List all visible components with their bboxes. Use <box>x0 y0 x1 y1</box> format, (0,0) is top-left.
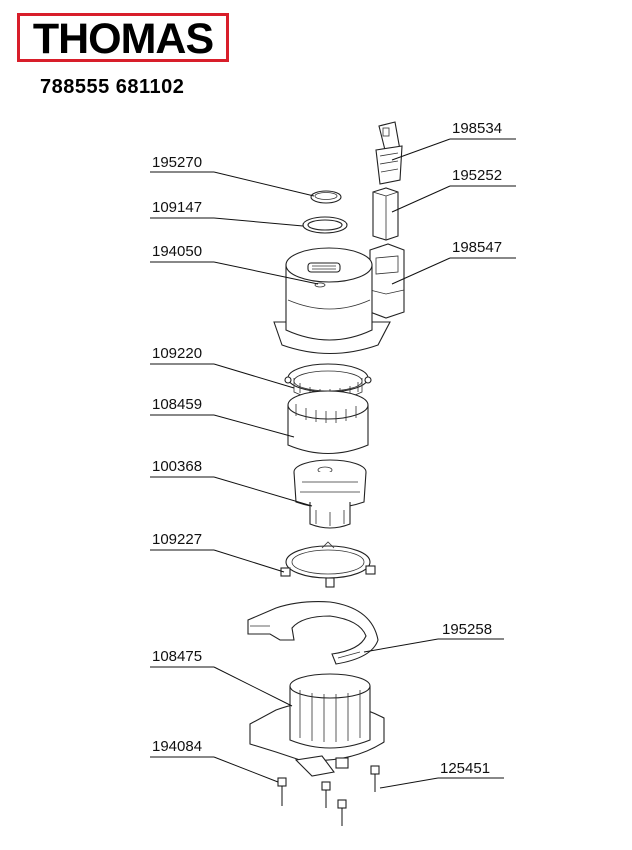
svg-text:108475: 108475 <box>152 648 202 665</box>
part-194084-screws <box>277 777 347 826</box>
logo-text: THOMAS <box>33 15 213 62</box>
svg-text:109220: 109220 <box>152 345 202 362</box>
label-109147: 109147 <box>150 199 304 227</box>
part-109147-gasket <box>302 216 348 234</box>
label-195258: 195258 <box>363 621 504 653</box>
svg-text:198547: 198547 <box>452 239 502 256</box>
svg-text:100368: 100368 <box>152 458 202 475</box>
label-109227: 109227 <box>150 531 285 573</box>
label-198547: 198547 <box>391 239 516 285</box>
label-108475: 108475 <box>150 648 293 707</box>
label-194084: 194084 <box>150 738 279 783</box>
part-195258-seal <box>247 601 379 665</box>
svg-text:125451: 125451 <box>440 760 490 777</box>
part-108475-base <box>249 673 385 777</box>
label-100368: 100368 <box>150 458 313 507</box>
part-125451-screw <box>370 765 380 792</box>
label-108459: 108459 <box>150 396 295 438</box>
svg-text:195258: 195258 <box>442 621 492 638</box>
svg-text:194084: 194084 <box>152 738 202 755</box>
svg-text:194050: 194050 <box>152 243 202 260</box>
label-195270: 195270 <box>150 154 315 197</box>
svg-text:109147: 109147 <box>152 199 202 216</box>
part-194050-motor-cover <box>273 247 391 355</box>
model-numbers: 788555 681102 <box>40 76 185 98</box>
svg-text:109227: 109227 <box>152 531 202 548</box>
svg-text:198534: 198534 <box>452 120 502 137</box>
svg-text:195270: 195270 <box>152 154 202 171</box>
part-195270-pad <box>310 190 342 204</box>
label-198534: 198534 <box>391 120 516 161</box>
part-198534-connector <box>375 121 403 185</box>
label-109220: 109220 <box>150 345 295 389</box>
part-195252-sleeve <box>372 187 399 241</box>
svg-text:108459: 108459 <box>152 396 202 413</box>
part-100368-motor <box>293 459 367 529</box>
label-195252: 195252 <box>391 167 516 213</box>
part-108459-drum <box>287 390 369 455</box>
label-125451: 125451 <box>379 760 504 789</box>
part-109227-mount-ring <box>280 541 376 588</box>
svg-text:195252: 195252 <box>452 167 502 184</box>
thomas-logo: THOMAS <box>17 13 229 63</box>
label-194050: 194050 <box>150 243 319 285</box>
